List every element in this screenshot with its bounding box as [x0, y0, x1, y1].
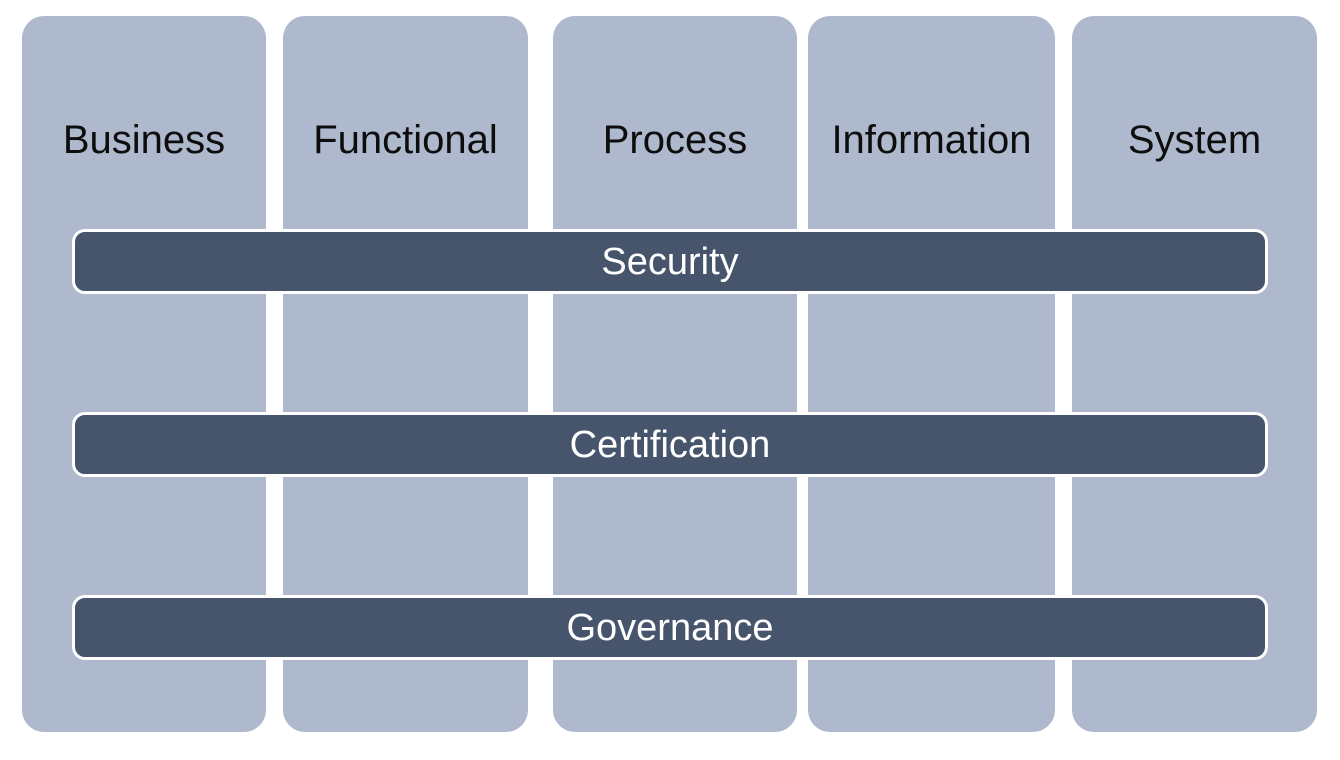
band-label-certification: Certification [569, 423, 771, 466]
pillar-label-business: Business [62, 118, 226, 162]
pillar-label-system: System [1127, 118, 1262, 162]
pillar-label-process: Process [602, 118, 748, 162]
band-label-governance: Governance [566, 606, 774, 649]
band-security[interactable]: Security [72, 229, 1268, 294]
pillar-label-information: Information [831, 118, 1032, 162]
band-label-security: Security [601, 240, 739, 283]
band-certification[interactable]: Certification [72, 412, 1268, 477]
pillar-label-functional: Functional [313, 118, 498, 162]
band-governance[interactable]: Governance [72, 595, 1268, 660]
